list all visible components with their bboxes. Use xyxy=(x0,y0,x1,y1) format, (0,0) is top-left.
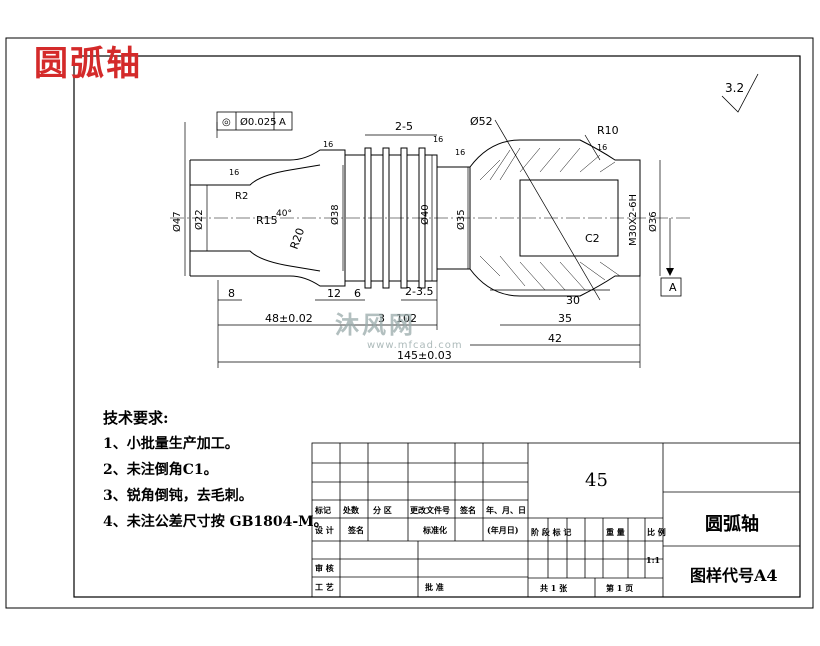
datum-triangle xyxy=(666,268,674,276)
dim-r20: R20 xyxy=(288,226,308,251)
tb-scale-label: 比 例 xyxy=(647,527,666,537)
tb-standard: 标准化 xyxy=(423,525,447,535)
tb-row-label-4: 更改文件号 xyxy=(410,505,450,515)
tb-sheet-no: 第 1 页 xyxy=(606,583,634,593)
roughness-5: 16 xyxy=(597,143,607,152)
roughness-3: 16 xyxy=(433,135,443,144)
dim-r15: R15 xyxy=(256,214,278,227)
tb-stage: 阶 段 标 记 xyxy=(531,527,572,537)
dim-d22: Ø22 xyxy=(193,209,205,230)
tolerance-frame xyxy=(216,111,293,131)
dim-r10: R10 xyxy=(597,124,619,137)
dim-l42: 42 xyxy=(548,332,562,345)
roughness-2: 16 xyxy=(323,140,333,149)
watermark-url: www.mfcad.com xyxy=(367,340,463,351)
dim-d40: Ø40 xyxy=(419,204,431,225)
roughness-1: 16 xyxy=(229,168,239,177)
datum-a-label: A xyxy=(669,281,677,294)
shaft-outline xyxy=(189,139,641,297)
tb-row-label-6: 年、月、日 xyxy=(486,505,526,515)
tb-weight: 重 量 xyxy=(606,527,625,537)
tb-review: 审 核 xyxy=(315,563,334,573)
tb-drawing-code: 图样代号A4 xyxy=(690,566,778,585)
tech-requirements: 技术要求: 1、小批量生产加工。 2、未注倒角C1。 3、锐角倒钝，去毛刺。 4… xyxy=(103,405,328,535)
dim-groove-top: 2-5 xyxy=(395,120,413,133)
roughness-4: 16 xyxy=(455,148,465,157)
tb-row-label-2: 处数 xyxy=(343,505,359,515)
drawing-title: 圆弧轴 xyxy=(34,44,142,84)
tb-row-label-1: 标记 xyxy=(315,505,331,515)
dim-d38: Ø38 xyxy=(329,204,341,225)
dim-d35: Ø35 xyxy=(455,209,467,230)
dim-l6: 6 xyxy=(354,287,361,300)
dim-c2: C2 xyxy=(585,232,600,245)
tech-item-3: 3、锐角倒钝，去毛刺。 xyxy=(103,488,253,504)
dim-l12: 12 xyxy=(327,287,341,300)
dim-thread: M30X2-6H xyxy=(628,194,639,246)
tech-heading: 技术要求: xyxy=(103,409,169,427)
roughness-symbol xyxy=(721,73,759,113)
dim-l145: 145±0.03 xyxy=(397,349,452,362)
tol-datum: A xyxy=(279,117,286,128)
tb-approve: 批 准 xyxy=(425,582,444,592)
tech-item-2: 2、未注倒角C1。 xyxy=(103,462,218,478)
tb-process: 工 艺 xyxy=(315,582,334,592)
tb-sheets-total: 共 1 张 xyxy=(540,583,568,593)
tol-symbol: ◎ xyxy=(222,117,231,128)
tb-design: 设 计 xyxy=(315,525,334,535)
datum-a-box xyxy=(660,277,682,297)
tech-item-1: 1、小批量生产加工。 xyxy=(103,436,239,452)
tb-row-label-5: 签名 xyxy=(460,505,476,515)
tb-scale: 1:1 xyxy=(646,555,661,565)
dim-l35: 35 xyxy=(558,312,572,325)
dim-l8: 8 xyxy=(228,287,235,300)
hatch xyxy=(479,147,621,291)
dim-l3: 3 xyxy=(378,312,385,325)
dim-angle: 40° xyxy=(276,209,292,219)
tb-part-name: 圆弧轴 xyxy=(705,514,759,535)
watermark-name: 沐风网 xyxy=(335,311,416,339)
dim-d52: Ø52 xyxy=(470,115,493,128)
dim-d36: Ø36 xyxy=(647,211,659,232)
tb-row-label-3: 分 区 xyxy=(373,505,392,515)
tb-sign: 签名 xyxy=(348,525,364,535)
tol-value: Ø0.025 xyxy=(240,116,277,128)
outer-border xyxy=(5,37,814,609)
tb-date: (年月日) xyxy=(487,525,519,535)
dim-l30: 30 xyxy=(566,294,580,307)
tb-material: 45 xyxy=(585,470,608,491)
dim-d47: Ø47 xyxy=(171,211,183,232)
roughness-global: 3.2 xyxy=(725,81,744,95)
dim-groove-bottom: 2-3.5 xyxy=(405,285,433,298)
title-block-grid xyxy=(311,442,801,598)
dim-r2: R2 xyxy=(235,191,248,202)
dim-l102: 102 xyxy=(396,312,417,325)
tech-item-4: 4、未注公差尺寸按 GB1804-M。 xyxy=(103,514,328,530)
dim-l48: 48±0.02 xyxy=(265,312,313,325)
watermark: 沐风网 www.mfcad.com xyxy=(335,305,463,351)
